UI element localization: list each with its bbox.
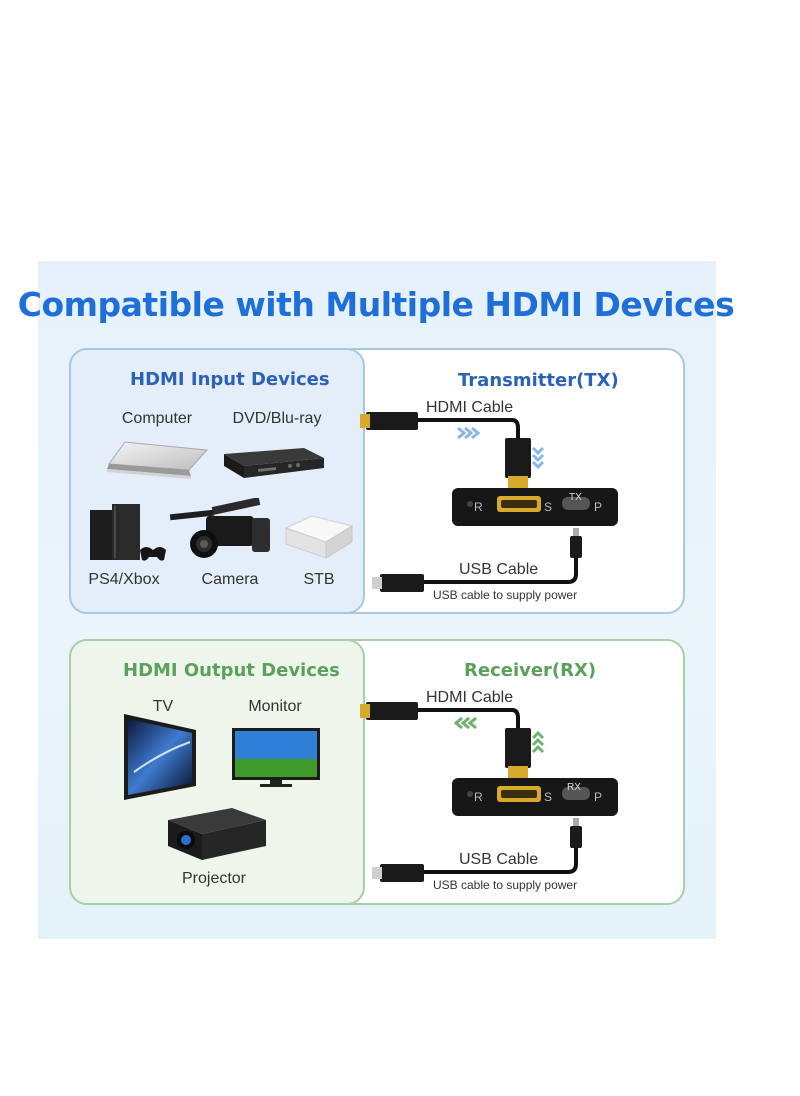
device-label-dvd: DVD/Blu-ray: [232, 410, 322, 427]
tx-port-p: P: [594, 500, 603, 514]
projector-icon: [168, 808, 266, 860]
game-console-icon: [90, 504, 166, 561]
transmitter-diagram: [360, 412, 618, 592]
set-top-box-icon: [284, 515, 354, 559]
laptop-icon: [107, 441, 209, 479]
rx-hdmi-cable-label: HDMI Cable: [426, 689, 514, 706]
rx-usb-note: USB cable to supply power: [433, 878, 578, 892]
tx-usb-note: USB cable to supply power: [433, 588, 578, 602]
tx-hdmi-cable-label: HDMI Cable: [426, 399, 514, 416]
tx-port-s: S: [544, 500, 553, 514]
input-devices-title: HDMI Input Devices: [130, 369, 330, 390]
rx-usb-cable-label: USB Cable: [459, 851, 539, 868]
input-devices-card: [69, 348, 365, 614]
receiver-title: Receiver(RX): [464, 660, 597, 681]
device-label-tv: TV: [152, 698, 174, 715]
rx-port-r: R: [474, 790, 483, 804]
device-label-projector: Projector: [181, 870, 247, 887]
headline: Compatible with Multiple HDMI Devices: [17, 285, 735, 324]
device-label-computer: Computer: [121, 410, 193, 427]
rx-port-s: S: [544, 790, 553, 804]
rx-badge: RX: [567, 782, 581, 793]
receiver-diagram: [360, 702, 618, 882]
device-label-monitor: Monitor: [248, 698, 302, 715]
device-label-ps4-xbox: PS4/Xbox: [88, 571, 160, 588]
tx-port-r: R: [474, 500, 483, 514]
tx-usb-cable-label: USB Cable: [459, 561, 539, 578]
output-devices-title: HDMI Output Devices: [123, 660, 340, 681]
monitor-icon: [232, 728, 320, 787]
tx-badge: TX: [569, 492, 582, 503]
transmitter-title: Transmitter(TX): [458, 370, 619, 391]
rx-port-p: P: [594, 790, 603, 804]
video-camera-icon: [169, 498, 270, 558]
tv-icon: [124, 714, 196, 800]
dvd-player-icon: [224, 448, 324, 478]
device-label-stb: STB: [303, 571, 335, 588]
device-label-camera: Camera: [201, 571, 259, 588]
